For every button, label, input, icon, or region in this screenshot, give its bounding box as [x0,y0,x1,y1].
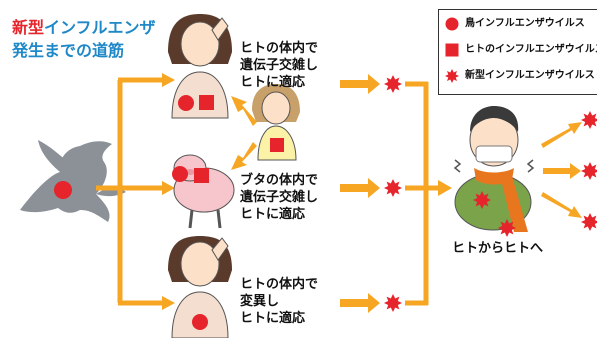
route-top-label: ヒトの体内で 遺伝子交雑し ヒトに適応 [240,40,318,91]
legend-avian-label: 鳥インフルエンザウイルス [465,18,585,29]
new-virus-burst-bottom [384,294,402,312]
human-virus-square [199,95,214,110]
route-middle-line-1: ブタの体内で [240,173,319,188]
sick-person-icon [454,106,532,237]
red-circle-icon [445,17,459,31]
legend-new-label: 新型インフルエンザウイルス [465,70,595,81]
route-middle-line-2: 遺伝子交雑し [240,190,319,205]
title-influenza: インフルエンザ [44,18,156,37]
route-bottom-line-3: ヒトに適応 [240,311,306,326]
human-virus-square [194,168,209,183]
route-top-line-2: 遺伝子交雑し [240,58,319,73]
route-middle-label: ブタの体内で 遺伝子交雑し ヒトに適応 [240,172,318,223]
diagram-title: 新型インフルエンザ 発生までの道筋 [12,16,156,62]
pig-icon [172,154,235,229]
spread-arrows [541,122,582,218]
red-square-icon [445,43,459,57]
bird-virus-circle [54,181,72,199]
infected-woman-icon [252,84,300,161]
human-virus-square [270,138,284,152]
title-new: 新型 [12,18,45,37]
result-label: ヒトからヒトへ [452,241,544,256]
legend-human-label: ヒトのインフルエンザウイルス [465,44,597,55]
route-bottom-line-1: ヒトの体内で [240,277,319,292]
branch-arrows [96,77,163,306]
merge-arrowhead [438,180,452,196]
spread-virus-burst [581,111,597,129]
transfer-arrow-top [231,96,257,126]
route-top-line-1: ヒトの体内で [240,41,319,56]
route-middle-line-3: ヒトに適応 [240,207,306,222]
spread-virus-burst [581,213,597,231]
route-top-line-3: ヒトに適応 [240,75,306,90]
new-virus-burst-middle [384,179,402,197]
title-line2: 発生までの道筋 [12,41,125,60]
new-virus-burst-top [384,75,402,93]
person-top-icon [168,14,232,119]
avian-virus-circle [178,95,194,111]
person-bottom-icon [168,236,232,338]
route-bottom-line-2: 変異し [240,294,280,309]
bird-icon [20,140,126,222]
avian-virus-circle [172,166,188,182]
branch-arrowheads [162,73,175,310]
transfer-arrow-pig [231,142,257,170]
shiver-marks [453,159,535,173]
route-bottom-label: ヒトの体内で 変異し ヒトに適応 [240,276,318,327]
avian-virus-circle [192,314,208,330]
spread-virus-burst [581,162,597,180]
route-arrows [340,74,380,313]
merge-bracket [405,81,440,306]
red-starburst-icon [445,69,459,83]
legend-box: 鳥インフルエンザウイルス ヒトのインフルエンザウイルス 新型インフルエンザウイル… [438,9,597,95]
